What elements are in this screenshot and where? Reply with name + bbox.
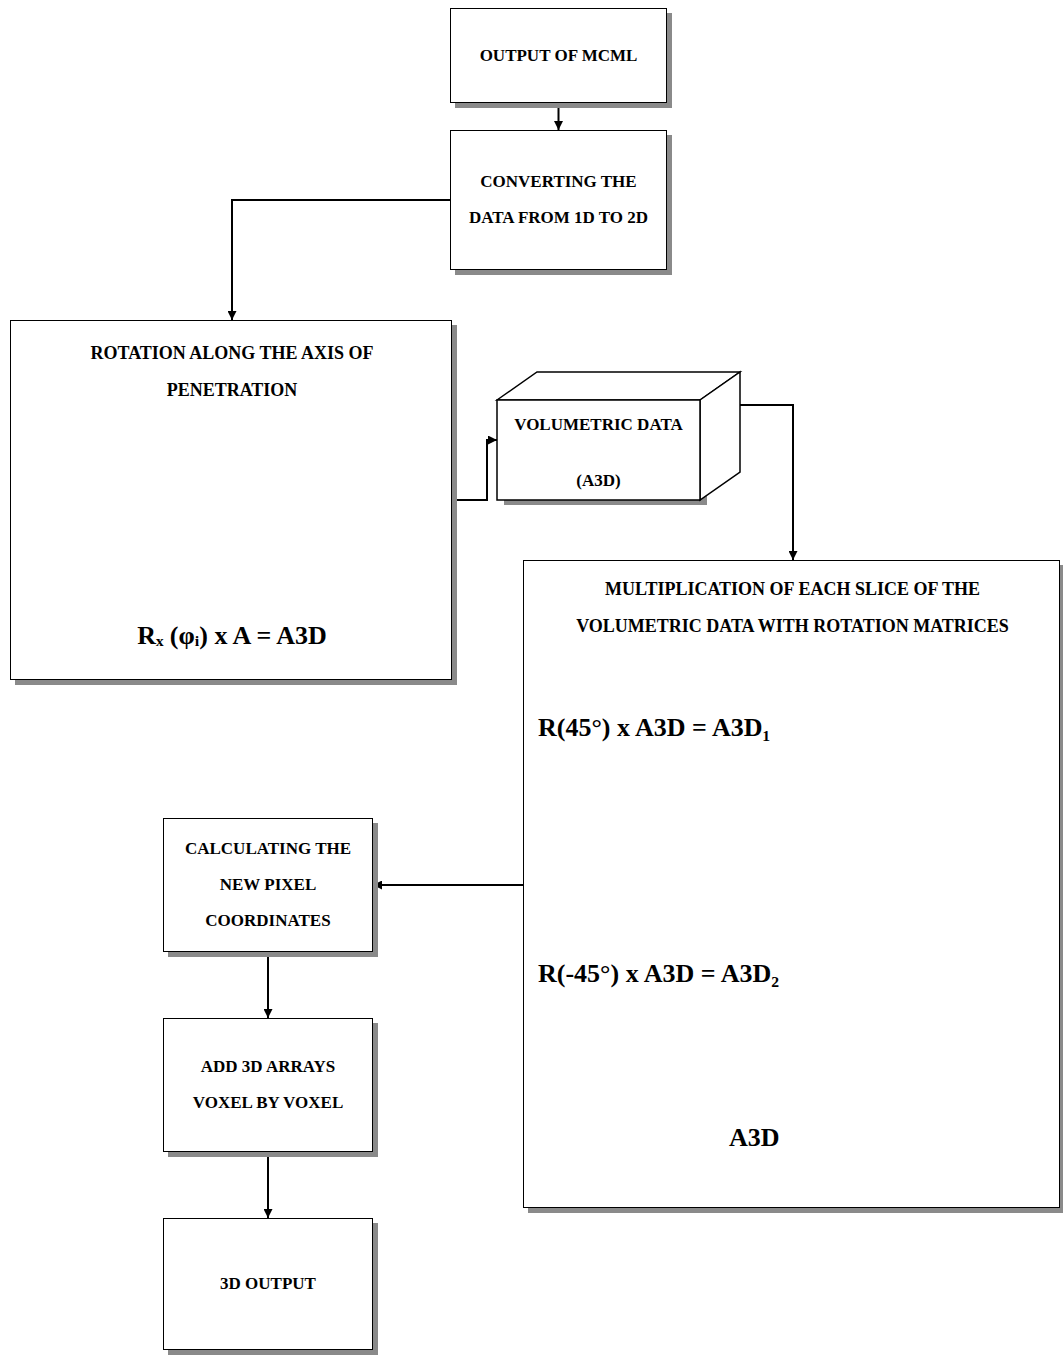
formula: R(-45°) x A3D = A3D₂ (538, 957, 868, 991)
box-label: ROTATION ALONG THE AXIS OF PENETRATION (31, 335, 433, 409)
box-label: 3D OUTPUT (174, 1266, 362, 1302)
process-box: OUTPUT OF MCML (450, 8, 667, 103)
box-label: CONVERTING THE DATA FROM 1D TO 2D (461, 164, 656, 235)
box-label: CALCULATING THE NEW PIXEL COORDINATES (174, 831, 362, 938)
flow-arrow (232, 200, 450, 320)
process-box: ROTATION ALONG THE AXIS OF PENETRATION Rₓ… (10, 320, 452, 680)
volume-cube: VOLUMETRIC DATA (A3D) (497, 372, 740, 500)
flow-arrow (267, 952, 269, 1018)
box-label: MULTIPLICATION OF EACH SLICE OF THE VOLU… (544, 571, 1041, 645)
process-box: MULTIPLICATION OF EACH SLICE OF THE VOLU… (523, 560, 1060, 1208)
box-label: VOLUMETRIC DATA (505, 408, 692, 443)
flow-arrow (267, 1152, 269, 1218)
formula: R(45°) x A3D = A3D₁ (538, 711, 868, 745)
flow-arrow (452, 440, 497, 500)
box-label: OUTPUT OF MCML (461, 38, 656, 74)
flow-arrow (558, 103, 560, 130)
flow-arrow (373, 884, 523, 886)
process-box: CALCULATING THE NEW PIXEL COORDINATES (163, 818, 373, 952)
output-box: 3D OUTPUT (163, 1218, 373, 1350)
process-box: ADD 3D ARRAYS VOXEL BY VOXEL (163, 1018, 373, 1152)
formula: Rₓ (φᵢ) x A = A3D (11, 619, 453, 653)
flow-arrow (740, 405, 793, 560)
formula: (A3D) (505, 464, 692, 499)
process-box: CONVERTING THE DATA FROM 1D TO 2D (450, 130, 667, 270)
formula: A3D (729, 1121, 849, 1155)
box-label: ADD 3D ARRAYS VOXEL BY VOXEL (174, 1049, 362, 1120)
